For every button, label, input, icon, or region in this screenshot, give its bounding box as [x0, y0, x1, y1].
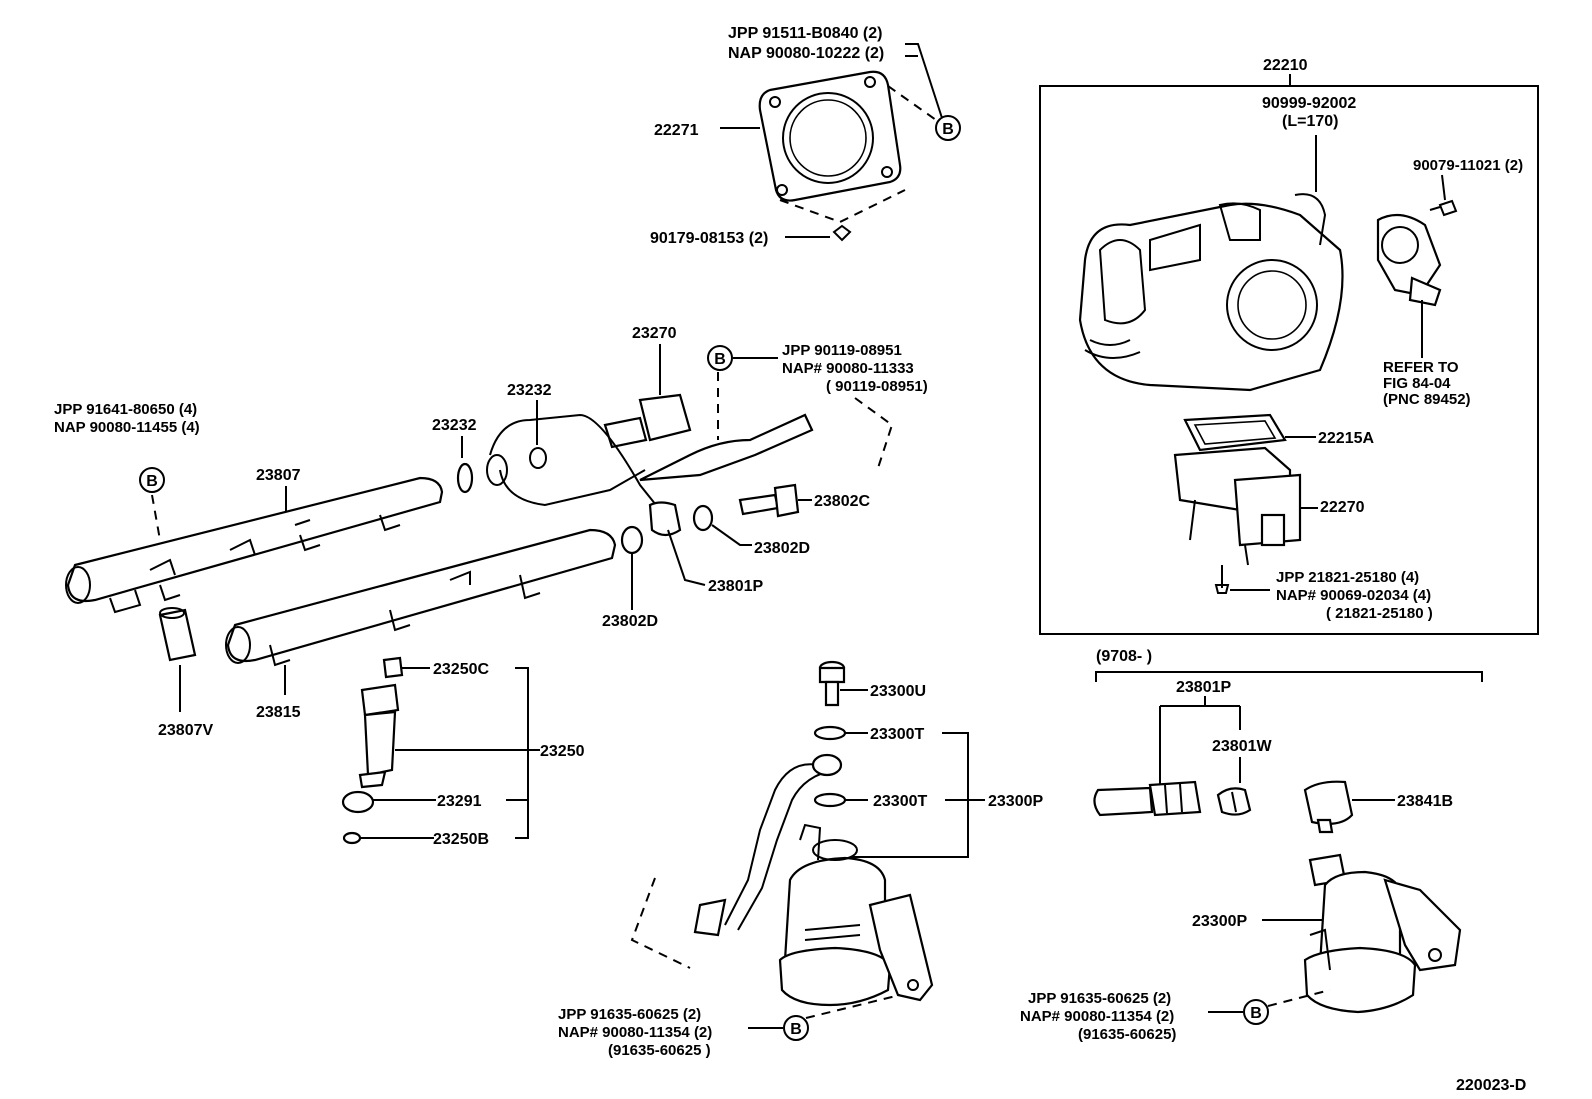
label-23300p-b: 23300P — [1192, 913, 1247, 930]
label-jpp-90119: JPP 90119-08951 — [782, 342, 902, 359]
union-bolt-23802c — [738, 483, 800, 518]
label-refer-to: REFER TO — [1383, 359, 1459, 376]
label-21821-alt: ( 21821-25180 ) — [1326, 605, 1433, 622]
label-23232-b: 23232 — [432, 417, 477, 434]
label-nap-90080-10222: NAP 90080-10222 (2) — [728, 45, 884, 62]
fuel-rail-23807 — [65, 476, 444, 614]
label-90079-11021: 90079-11021 (2) — [1413, 157, 1523, 174]
label-23250c: 23250C — [433, 661, 489, 678]
label-22215a: 22215A — [1318, 430, 1374, 447]
label-23300u: 23300U — [870, 683, 926, 700]
ref-marker-label-3: B — [146, 473, 158, 490]
label-23232-a: 23232 — [507, 382, 552, 399]
label-23300t-a: 23300T — [870, 726, 924, 743]
label-23291: 23291 — [437, 793, 482, 810]
label-nap-90080-11455: NAP 90080-11455 (4) — [54, 419, 200, 436]
ref-marker-b4 — [783, 1015, 809, 1041]
gasket-22215a — [1183, 413, 1287, 452]
label-23801w: 23801W — [1212, 738, 1272, 755]
label-23802d-b: 23802D — [602, 613, 658, 630]
label-23801p-b: 23801P — [1176, 679, 1231, 696]
label-jpp-21821: JPP 21821-25180 (4) — [1276, 569, 1419, 586]
label-23802d-a: 23802D — [754, 540, 810, 557]
label-nap-90069: NAP# 90069-02034 (4) — [1276, 587, 1431, 604]
label-23815: 23815 — [256, 704, 301, 721]
ref-marker-b2 — [707, 345, 733, 371]
fuel-delivery-pipe — [486, 413, 814, 537]
label-jpp-91635: JPP 91635-60625 (2) — [558, 1006, 701, 1023]
label-nap-90080-11354: NAP# 90080-11354 (2) — [558, 1024, 712, 1041]
label-23807v: 23807V — [158, 722, 213, 739]
gasket-23802d-a — [692, 504, 714, 532]
label-90179-08153: 90179-08153 (2) — [650, 230, 768, 247]
ref-marker-label-2: B — [714, 351, 726, 368]
throttle-position-sensor — [1376, 213, 1442, 307]
label-jpp-91641: JPP 91641-80650 (4) — [54, 401, 197, 418]
pressure-regulator-23300p-b — [1303, 853, 1462, 1014]
label-nap-90080-11354-b: NAP# 90080-11354 (2) — [1020, 1008, 1174, 1025]
label-9708-range: (9708- ) — [1096, 648, 1152, 665]
label-pnc-89452: (PNC 89452) — [1383, 391, 1471, 408]
label-23802c: 23802C — [814, 493, 870, 510]
label-22270: 22270 — [1320, 499, 1365, 516]
bolt-23300u — [818, 660, 846, 707]
gasket-23232 — [456, 462, 474, 494]
gasket-23802d-b — [620, 525, 644, 555]
label-23841b: 23841B — [1397, 793, 1453, 810]
pressure-regulator-23300p — [693, 753, 934, 1007]
label-90119-alt: ( 90119-08951) — [826, 378, 928, 395]
ref-marker-b — [935, 115, 961, 141]
injector-23250 — [341, 656, 404, 845]
gasket-23300t-a — [813, 725, 847, 741]
label-fig-84-04: FIG 84-04 — [1383, 375, 1451, 392]
label-23270: 23270 — [632, 325, 677, 342]
label-jpp-91635-b: JPP 91635-60625 (2) — [1028, 990, 1171, 1007]
label-23250: 23250 — [540, 743, 585, 760]
ref-marker-b5 — [1243, 999, 1269, 1025]
throttle-body-22270 — [1078, 193, 1344, 392]
gasket-23300t-b — [813, 792, 847, 808]
label-length-170: (L=170) — [1282, 113, 1338, 130]
label-22271: 22271 — [654, 122, 699, 139]
label-23807: 23807 — [256, 467, 301, 484]
label-23801p: 23801P — [708, 578, 763, 595]
label-22210: 22210 — [1263, 57, 1308, 74]
label-23300t-b: 23300T — [873, 793, 927, 810]
ref-marker-b3 — [139, 467, 165, 493]
label-23250b: 23250B — [433, 831, 489, 848]
label-90999-92002: 90999-92002 — [1262, 95, 1356, 112]
label-91635-alt-b: (91635-60625) — [1078, 1026, 1176, 1043]
label-23300p: 23300P — [988, 793, 1043, 810]
diagram-id: 220023-D — [1456, 1077, 1526, 1094]
ref-marker-label: B — [942, 121, 954, 138]
connector-23841b — [1303, 780, 1354, 834]
ref-marker-label-5: B — [1250, 1005, 1262, 1022]
fuel-hose-connector-23801p — [1093, 780, 1202, 817]
pulsation-damper-23270 — [603, 393, 692, 449]
clip-23801w — [1216, 787, 1252, 816]
fuel-rail-23815 — [225, 528, 617, 667]
label-jpp-91511: JPP 91511-B0840 (2) — [728, 25, 882, 42]
ref-marker-label-4: B — [790, 1021, 802, 1038]
throttle-body-assembly-box — [1039, 85, 1539, 635]
gasket-22271 — [758, 70, 937, 242]
isc-valve-22270 — [1173, 446, 1302, 566]
spacer-23807v — [158, 607, 197, 662]
label-91635-alt: (91635-60625 ) — [608, 1042, 711, 1059]
label-nap-90080-11333: NAP# 90080-11333 — [782, 360, 914, 377]
